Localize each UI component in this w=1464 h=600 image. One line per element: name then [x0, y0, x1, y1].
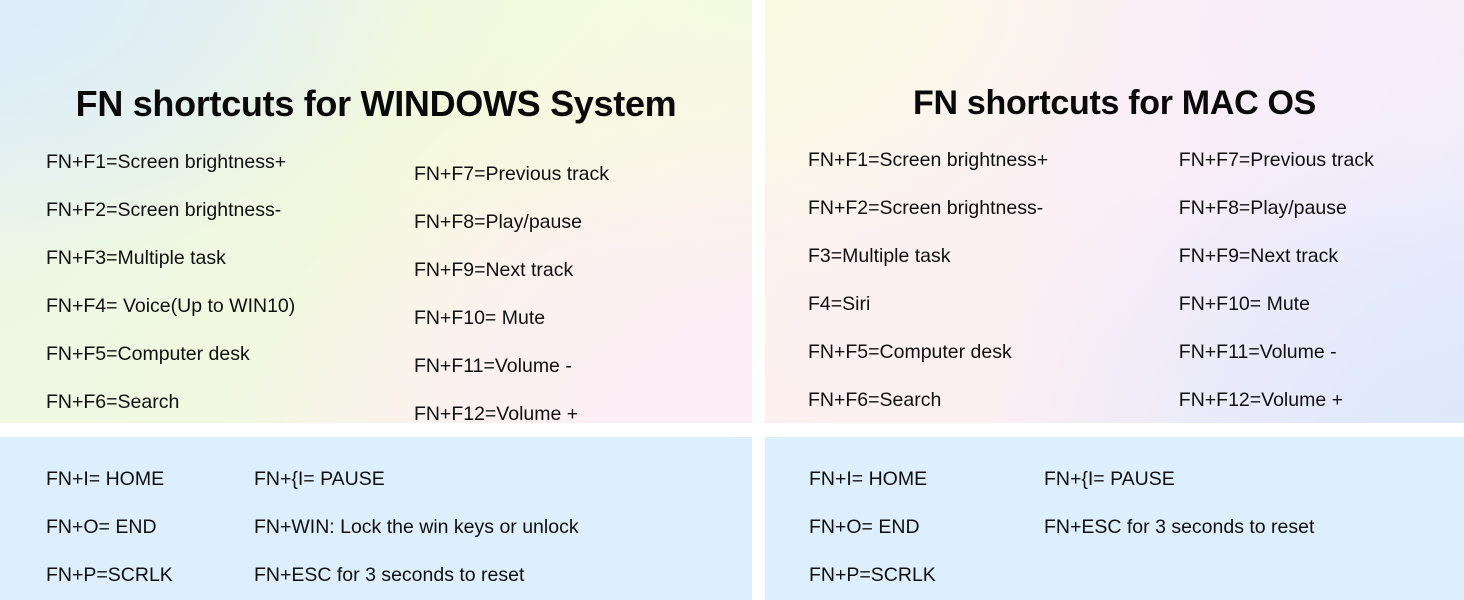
shortcut-item: FN+F5=Computer desk	[808, 341, 1012, 363]
shortcut-item: FN+F10= Mute	[413, 307, 546, 329]
shortcut-item: FN+ESC for 3 seconds to reset	[1044, 516, 1315, 538]
mac-fn-column-left: FN+F1=Screen brightness+ FN+F2=Screen br…	[765, 136, 1179, 423]
windows-panel-title: FN shortcuts for WINDOWS System	[75, 83, 677, 125]
shortcut-item: FN+F6=Search	[46, 391, 180, 413]
shortcut-item: FN+P=SCRLK	[809, 564, 936, 586]
mac-shortcuts-panel: FN shortcuts for MAC OS FN+F1=Screen bri…	[765, 0, 1464, 423]
shortcut-item: FN+WIN: Lock the win keys or unlock	[254, 516, 579, 538]
mac-fn-shortcut-columns: FN+F1=Screen brightness+ FN+F2=Screen br…	[765, 136, 1464, 423]
shortcut-item: FN+F12=Volume +	[413, 403, 579, 423]
shortcut-item: FN+F8=Play/pause	[413, 211, 582, 233]
shortcut-item: FN+F4= Voice(Up to WIN10)	[46, 295, 296, 317]
mac-extra-columns: FN+I= HOME FN+O= END FN+P=SCRLK FN+{I= P…	[765, 455, 1464, 599]
mac-extra-column-right: FN+{I= PAUSE FN+ESC for 3 seconds to res…	[1044, 455, 1464, 599]
shortcut-item: FN+F7=Previous track	[1178, 149, 1374, 171]
shortcut-item: FN+ESC for 3 seconds to reset	[254, 564, 525, 586]
windows-extra-shortcuts-panel: FN+I= HOME FN+O= END FN+P=SCRLK FN+{I= P…	[0, 437, 752, 600]
shortcut-item: FN+F2=Screen brightness-	[46, 199, 282, 221]
shortcut-item: FN+I= HOME	[46, 468, 165, 490]
windows-extra-column-left: FN+I= HOME FN+O= END FN+P=SCRLK	[0, 455, 254, 599]
shortcut-item: FN+F1=Screen brightness+	[46, 151, 287, 173]
mac-panel-title: FN shortcuts for MAC OS	[913, 83, 1316, 122]
shortcut-item: F4=Siri	[808, 293, 871, 315]
shortcut-item: FN+F2=Screen brightness-	[808, 197, 1044, 219]
shortcut-item: FN+F8=Play/pause	[1178, 197, 1347, 219]
mac-panel-background	[765, 0, 1464, 423]
shortcut-item: FN+P=SCRLK	[46, 564, 173, 586]
shortcut-item: FN+F9=Next track	[413, 259, 574, 281]
mac-extra-shortcuts-panel: FN+I= HOME FN+O= END FN+P=SCRLK FN+{I= P…	[765, 437, 1464, 600]
windows-shortcuts-panel: FN shortcuts for WINDOWS System FN+F1=Sc…	[0, 0, 752, 423]
windows-panel-background	[0, 0, 752, 423]
shortcut-item: FN+O= END	[809, 516, 920, 538]
windows-extra-column-right: FN+{I= PAUSE FN+WIN: Lock the win keys o…	[254, 455, 734, 599]
mac-extra-column-left: FN+I= HOME FN+O= END FN+P=SCRLK	[765, 455, 1044, 599]
shortcut-item: FN+O= END	[46, 516, 157, 538]
shortcut-item: F3=Multiple task	[808, 245, 951, 267]
shortcut-item: FN+I= HOME	[809, 468, 928, 490]
mac-fn-column-right: FN+F7=Previous track FN+F8=Play/pause FN…	[1179, 136, 1464, 423]
shortcut-item: FN+F10= Mute	[1178, 293, 1310, 315]
windows-fn-column-left: FN+F1=Screen brightness+ FN+F2=Screen br…	[0, 138, 404, 423]
windows-fn-column-right: FN+F7=Previous track FN+F8=Play/pause FN…	[404, 150, 752, 423]
shortcut-item: FN+F3=Multiple task	[46, 247, 226, 269]
windows-extra-columns: FN+I= HOME FN+O= END FN+P=SCRLK FN+{I= P…	[0, 455, 734, 599]
shortcut-item: FN+F9=Next track	[1178, 245, 1339, 267]
windows-fn-shortcut-columns: FN+F1=Screen brightness+ FN+F2=Screen br…	[0, 138, 752, 423]
shortcut-item: FN+F6=Search	[808, 389, 942, 411]
shortcut-item: FN+F1=Screen brightness+	[808, 149, 1049, 171]
shortcut-item: FN+F11=Volume -	[413, 355, 572, 377]
shortcut-item: FN+F12=Volume +	[1178, 389, 1343, 411]
shortcut-item: FN+F7=Previous track	[413, 163, 610, 185]
shortcut-item: FN+{I= PAUSE	[254, 468, 385, 490]
shortcut-item: FN+{I= PAUSE	[1044, 468, 1175, 490]
shortcut-item: FN+F5=Computer desk	[46, 343, 250, 365]
shortcut-item: FN+F11=Volume -	[1178, 341, 1337, 363]
